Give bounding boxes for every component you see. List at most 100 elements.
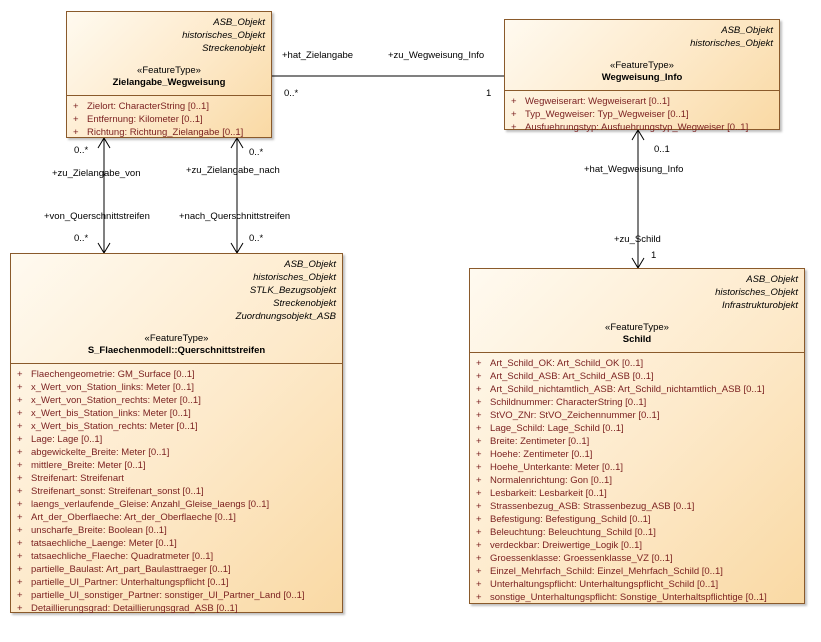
attribute: + Lage_Schild: Lage_Schild [0..1] <box>476 422 798 435</box>
class-name: S_Flaechenmodell::Querschnittstreifen <box>87 345 266 356</box>
attribute: +Richtung: Richtung_Zielangabe [0..1] <box>73 126 265 139</box>
role-zu-schild: +zu_Schild <box>614 234 661 245</box>
class-schild[interactable]: ASB_Objekt historisches_Objekt Infrastru… <box>469 268 805 604</box>
visibility-marker: + <box>511 96 517 107</box>
attribute: +Lesbarkeit: Lesbarkeit [0..1] <box>476 487 798 500</box>
stereotype: historisches_Objekt <box>715 287 798 298</box>
role-hat-zielangabe: +hat_Zielangabe <box>282 50 354 61</box>
multiplicity-zw-right: 1 <box>486 88 492 99</box>
attribute-text: abgewickelte_Breite: Meter [0..1] <box>31 447 170 458</box>
visibility-marker: + <box>17 603 23 614</box>
stereotype: ASB_Objekt <box>721 25 773 36</box>
class-querschnittstreifen[interactable]: ASB_Objekt historisches_Objekt STLK_Bezu… <box>10 253 343 614</box>
attribute: +partielle_UI_Partner: Unterhaltungspfli… <box>17 576 336 589</box>
attribute-list: +Art_Schild_OK: Art_Schild_OK [0..1] + Ar… <box>470 353 804 608</box>
attribute: + abgewickelte_Breite: Meter [0..1] <box>17 446 336 459</box>
visibility-marker: + <box>476 371 482 382</box>
visibility-marker: + <box>17 525 23 536</box>
attribute: + Beleuchtung: Beleuchtung_Schild [0..1] <box>476 526 798 539</box>
feature-type-label: «FeatureType» <box>610 60 674 71</box>
attribute-text: Befestigung: Befestigung_Schild [0..1] <box>490 514 651 525</box>
visibility-marker: + <box>17 395 23 406</box>
attribute-text: Beleuchtung: Beleuchtung_Schild [0..1] <box>490 527 656 538</box>
class-header: ASB_Objekt historisches_Objekt Streckeno… <box>67 12 271 96</box>
role-zu-zielangabe-nach: +zu_Zielangabe_nach <box>186 165 280 176</box>
attribute-list: +Flaechengeometrie: GM_Surface [0..1] +x… <box>11 364 342 619</box>
arrow-up-von <box>97 137 111 149</box>
class-name: Schild <box>622 334 652 345</box>
feature-type-label: «FeatureType» <box>605 322 669 333</box>
attribute-text: Schildnummer: CharacterString [0..1] <box>490 397 647 408</box>
stereotypes: ASB_Objekt historisches_Objekt Infrastru… <box>476 273 798 312</box>
visibility-marker: + <box>476 423 482 434</box>
visibility-marker: + <box>17 369 23 380</box>
visibility-marker: + <box>17 408 23 419</box>
attribute: +Lage: Lage [0..1] <box>17 433 336 446</box>
class-header: ASB_Objekt historisches_Objekt «FeatureT… <box>505 20 779 91</box>
attribute: +sonstige_Unterhaltungspflicht: Sonstige… <box>476 591 798 604</box>
attribute: + Flaechengeometrie: GM_Surface [0..1] <box>17 368 336 381</box>
attribute-text: Streifenart: Streifenart <box>31 473 124 484</box>
class-wegweisung-info[interactable]: ASB_Objekt historisches_Objekt «FeatureT… <box>504 19 780 133</box>
visibility-marker: + <box>476 514 482 525</box>
attribute: +x_Wert_bis_Station_rechts: Meter [0..1] <box>17 420 336 433</box>
attribute-text: unscharfe_Breite: Boolean [0..1] <box>31 525 167 536</box>
visibility-marker: + <box>476 449 482 460</box>
arrow-up-wegweisung <box>631 129 645 141</box>
attribute-text: Flaechengeometrie: GM_Surface [0..1] <box>31 369 195 380</box>
visibility-marker: + <box>476 527 482 538</box>
attribute: +tatsaechliche_Flaeche: Quadratmeter [0.… <box>17 550 336 563</box>
stereotype: ASB_Objekt <box>284 259 336 270</box>
attribute: +Zielort: CharacterString [0..1] <box>73 100 265 113</box>
multiplicity-nach-top: 0..* <box>249 147 264 158</box>
stereotype: historisches_Objekt <box>690 38 773 49</box>
multiplicity-ws-bottom: 1 <box>651 250 657 261</box>
attribute: +StVO_ZNr: StVO_Zeichennummer [0..1] <box>476 409 798 422</box>
multiplicity-von-top: 0..* <box>74 145 89 156</box>
role-zu-zielangabe-von: +zu_Zielangabe_von <box>52 168 141 179</box>
multiplicity-ws-top: 0..1 <box>654 144 670 155</box>
feature-type-label: «FeatureType» <box>144 333 209 344</box>
stereotype: STLK_Bezugsobjekt <box>249 285 336 296</box>
visibility-marker: + <box>17 499 23 510</box>
attribute: +Art_der_Oberflaeche: Art_der_Oberflaech… <box>17 511 336 524</box>
attribute: +partielle_Baulast: Art_part_Baulasttrae… <box>17 563 336 576</box>
visibility-marker: + <box>476 410 482 421</box>
attribute: +Wegweiserart: Wegweiserart [0..1] <box>511 95 773 108</box>
attribute: +Strassenbezug_ASB: Strassenbezug_ASB [0… <box>476 500 798 513</box>
visibility-marker: + <box>17 590 23 601</box>
class-zielangabe-wegweisung[interactable]: ASB_Objekt historisches_Objekt Streckeno… <box>66 11 272 138</box>
attribute-text: mittlere_Breite: Meter [0..1] <box>31 460 146 471</box>
attribute-text: x_Wert_bis_Station_links: Meter [0..1] <box>31 408 191 419</box>
attribute-text: Groessenklasse: Groessenklasse_VZ [0..1] <box>490 553 673 564</box>
attribute: +Normalenrichtung: Gon [0..1] <box>476 474 798 487</box>
visibility-marker: + <box>476 384 482 395</box>
attribute-text: Normalenrichtung: Gon [0..1] <box>490 475 612 486</box>
visibility-marker: + <box>511 122 517 133</box>
attribute-text: Breite: Zentimeter [0..1] <box>490 436 590 447</box>
attribute: +x_Wert_von_Station_rechts: Meter [0..1] <box>17 394 336 407</box>
attribute-text: Typ_Wegweiser: Typ_Wegweiser [0..1] <box>525 109 689 120</box>
visibility-marker: + <box>73 101 79 112</box>
attribute: +Ausfuehrungstyp: Ausfuehrungstyp_Wegwei… <box>511 121 773 134</box>
visibility-marker: + <box>476 436 482 447</box>
attribute: +x_Wert_von_Station_links: Meter [0..1] <box>17 381 336 394</box>
attribute-text: tatsaechliche_Flaeche: Quadratmeter [0..… <box>31 551 214 562</box>
attribute-text: Lage_Schild: Lage_Schild [0..1] <box>490 423 624 434</box>
attribute: +mittlere_Breite: Meter [0..1] <box>17 459 336 472</box>
attribute: + Art_Schild_nichtamtlich_ASB: Art_Schild… <box>476 383 798 396</box>
attribute-text: partielle_Baulast: Art_part_Baulasttraeg… <box>31 564 231 575</box>
visibility-marker: + <box>73 127 79 138</box>
visibility-marker: + <box>476 358 482 369</box>
attribute: +partielle_UI_sonstiger_Partner: sonstig… <box>17 589 336 602</box>
attribute: +Art_Schild_OK: Art_Schild_OK [0..1] <box>476 357 798 370</box>
visibility-marker: + <box>17 512 23 523</box>
attribute-text: Strassenbezug_ASB: Strassenbezug_ASB [0.… <box>490 501 695 512</box>
visibility-marker: + <box>17 447 23 458</box>
attribute-text: Art_Schild_nichtamtlich_ASB: Art_Schild_… <box>490 384 765 395</box>
attribute-text: Entfernung: Kilometer [0..1] <box>87 114 203 125</box>
attribute: +Unterhaltungspflicht: Unterhaltungspfli… <box>476 578 798 591</box>
stereotype: historisches_Objekt <box>253 272 336 283</box>
stereotypes: ASB_Objekt historisches_Objekt <box>511 24 773 50</box>
